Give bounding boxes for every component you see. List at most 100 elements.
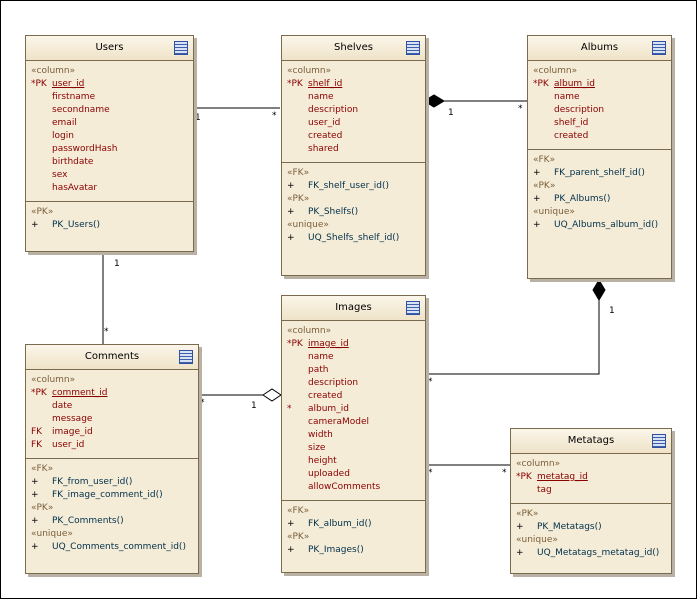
column-row[interactable]: shelf_id — [528, 117, 671, 130]
column-row[interactable]: shared — [282, 143, 425, 156]
multiplicity-users-shelves-one: 1 — [195, 113, 201, 123]
column-row[interactable]: hasAvatar — [26, 182, 193, 195]
column-name: created — [554, 131, 589, 141]
multiplicity-albums-images-one: 1 — [609, 306, 615, 316]
multiplicity-users-comments-one: 1 — [114, 259, 120, 269]
operation-name: PK_Shelfs() — [308, 207, 359, 217]
fk-operation-row[interactable]: +FK_parent_shelf_id() — [528, 167, 671, 180]
unique-operation-row[interactable]: +UQ_Shelfs_shelf_id() — [282, 232, 425, 245]
column-row[interactable]: name — [282, 91, 425, 104]
shelves-header[interactable]: Shelves — [282, 36, 425, 61]
table-icon — [652, 434, 666, 448]
column-row[interactable]: created — [282, 130, 425, 143]
column-row[interactable]: description — [282, 377, 425, 390]
multiplicity-users-comments-many: * — [104, 327, 109, 337]
albums-header[interactable]: Albums — [528, 36, 671, 61]
column-row[interactable]: birthdate — [26, 156, 193, 169]
column-name: description — [308, 378, 359, 388]
column-row[interactable]: description — [282, 104, 425, 117]
column-row[interactable]: uploaded — [282, 468, 425, 481]
column-row[interactable]: firstname — [26, 91, 193, 104]
fk-operation-row[interactable]: +FK_image_comment_id() — [26, 489, 198, 502]
pk-stereotype: «PK» — [31, 503, 54, 513]
fk-operation-row[interactable]: +FK_shelf_user_id() — [282, 180, 425, 193]
multiplicity-images-metatags-right: * — [502, 468, 507, 478]
column-row[interactable]: login — [26, 130, 193, 143]
column-row[interactable]: *album_id — [282, 403, 425, 416]
column-row[interactable]: size — [282, 442, 425, 455]
column-name: date — [52, 401, 73, 411]
pk-operation-row[interactable]: +PK_Comments() — [26, 515, 198, 528]
pk-operation-row[interactable]: +PK_Shelfs() — [282, 206, 425, 219]
pk-operation-row[interactable]: +PK_Images() — [282, 544, 425, 557]
column-row[interactable]: path — [282, 364, 425, 377]
operation-name: UQ_Comments_comment_id() — [52, 542, 186, 552]
column-row[interactable]: name — [528, 91, 671, 104]
column-name: path — [308, 365, 329, 375]
pk-operation-row[interactable]: +PK_Users() — [26, 219, 193, 232]
albums-title: Albums — [580, 42, 619, 53]
comments-header[interactable]: Comments — [26, 345, 198, 370]
column-row[interactable]: secondname — [26, 104, 193, 117]
column-row[interactable]: name — [282, 351, 425, 364]
column-row[interactable]: created — [528, 130, 671, 143]
unique-operation-row[interactable]: +UQ_Metatags_metatag_id() — [511, 547, 671, 560]
column-key-marker: *PK — [31, 79, 47, 89]
column-row[interactable]: message — [26, 413, 198, 426]
column-name: shared — [308, 144, 339, 154]
shelves-operations-section: «FK»+FK_shelf_user_id()«PK»+PK_Shelfs()«… — [282, 163, 425, 251]
column-row[interactable]: height — [282, 455, 425, 468]
public-marker: + — [31, 220, 39, 230]
column-row[interactable]: cameraModel — [282, 416, 425, 429]
operation-name: FK_from_user_id() — [52, 477, 133, 487]
column-row[interactable]: date — [26, 400, 198, 413]
column-row[interactable]: allowComments — [282, 481, 425, 494]
operation-name: FK_parent_shelf_id() — [554, 168, 645, 178]
column-row[interactable]: passwordHash — [26, 143, 193, 156]
metatags-operations-section: «PK»+PK_Metatags()«unique»+UQ_Metatags_m… — [511, 504, 671, 566]
operation-name: UQ_Albums_album_id() — [554, 220, 659, 230]
fk-operation-row[interactable]: +FK_from_user_id() — [26, 476, 198, 489]
column-name: hasAvatar — [52, 183, 98, 193]
users-header[interactable]: Users — [26, 36, 193, 61]
pk-operation-row[interactable]: +PK_Metatags() — [511, 521, 671, 534]
fk-operation-row[interactable]: +FK_album_id() — [282, 518, 425, 531]
multiplicity-albums-images-many: * — [428, 377, 433, 387]
unique-operation-row[interactable]: +UQ_Comments_comment_id() — [26, 541, 198, 554]
column-name: login — [52, 131, 74, 141]
column-name: message — [52, 414, 93, 424]
unique-operation-row[interactable]: +UQ_Albums_album_id() — [528, 219, 671, 232]
column-row[interactable]: created — [282, 390, 425, 403]
column-stereotype: «column» — [533, 66, 578, 76]
column-row[interactable]: width — [282, 429, 425, 442]
images-header[interactable]: Images — [282, 296, 425, 321]
column-row[interactable]: description — [528, 104, 671, 117]
column-row[interactable]: user_id — [282, 117, 425, 130]
column-key-marker: *PK — [533, 79, 549, 89]
column-row[interactable]: email — [26, 117, 193, 130]
column-name: user_id — [52, 440, 85, 450]
column-row[interactable]: tag — [511, 484, 671, 497]
column-row[interactable]: sex — [26, 169, 193, 182]
public-marker: + — [287, 233, 295, 243]
column-key-marker: *PK — [31, 388, 47, 398]
metatags-header[interactable]: Metatags — [511, 429, 671, 454]
multiplicity-images-comments-many: * — [200, 398, 205, 408]
pk-operation-row[interactable]: +PK_Albums() — [528, 193, 671, 206]
column-name: secondname — [52, 105, 110, 115]
